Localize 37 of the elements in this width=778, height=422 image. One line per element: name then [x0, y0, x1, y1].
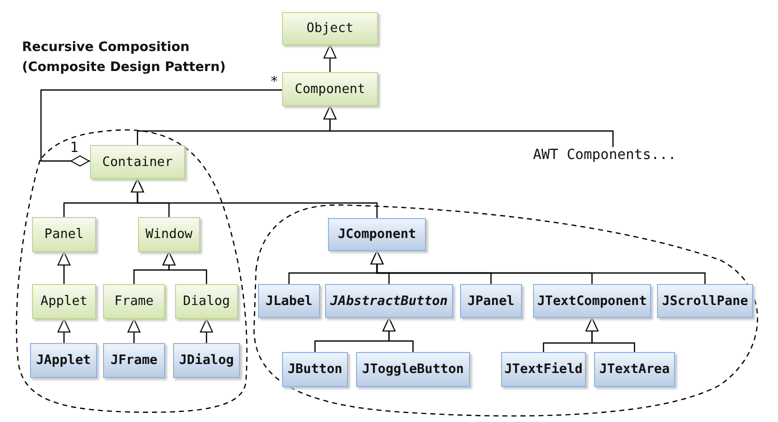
class-box: JComponent: [328, 218, 426, 251]
aggregation-connector: [40, 89, 282, 166]
inheritance-arrow: [128, 318, 140, 343]
class-box: Component: [282, 72, 378, 106]
inheritance-arrow: [58, 318, 70, 343]
multiplicity-label: 1: [70, 140, 78, 156]
pattern-heading: Recursive Composition (Composite Design Pattern): [22, 39, 227, 77]
inheritance-arrow: [382, 318, 414, 352]
class-box: Object: [282, 12, 378, 45]
class-box: JToggleButton: [356, 352, 470, 387]
class-box: Container: [90, 145, 185, 179]
inheritance-arrow: [200, 318, 213, 343]
note-text: AWT Components...: [533, 147, 676, 163]
multiplicity-label: *: [270, 74, 278, 90]
class-box: JLabel: [258, 284, 320, 318]
class-box: Frame: [103, 284, 165, 319]
class-box: JDialog: [173, 343, 240, 378]
inheritance-arrow: [586, 318, 636, 352]
class-box: JApplet: [30, 343, 97, 378]
class-box: JAbstractButton: [325, 284, 453, 318]
class-box: JTextComponent: [533, 284, 651, 318]
class-box: JTextField: [501, 352, 586, 387]
class-box: JButton: [282, 352, 348, 387]
inheritance-arrow: [58, 252, 70, 284]
class-box: JTextArea: [594, 352, 675, 387]
class-box: JFrame: [103, 343, 165, 378]
class-box: Applet: [32, 284, 96, 319]
inheritance-arrow: [370, 250, 706, 284]
class-box: JScrollPane: [657, 284, 753, 318]
inheritance-arrow: [324, 106, 614, 147]
inheritance-arrow: [324, 44, 336, 72]
class-box: Dialog: [175, 284, 238, 319]
inheritance-arrow: [162, 252, 208, 284]
inheritance-arrow: [131, 178, 170, 217]
class-box: Window: [138, 217, 200, 252]
class-box: Panel: [32, 217, 96, 252]
class-box: JPanel: [460, 284, 522, 318]
